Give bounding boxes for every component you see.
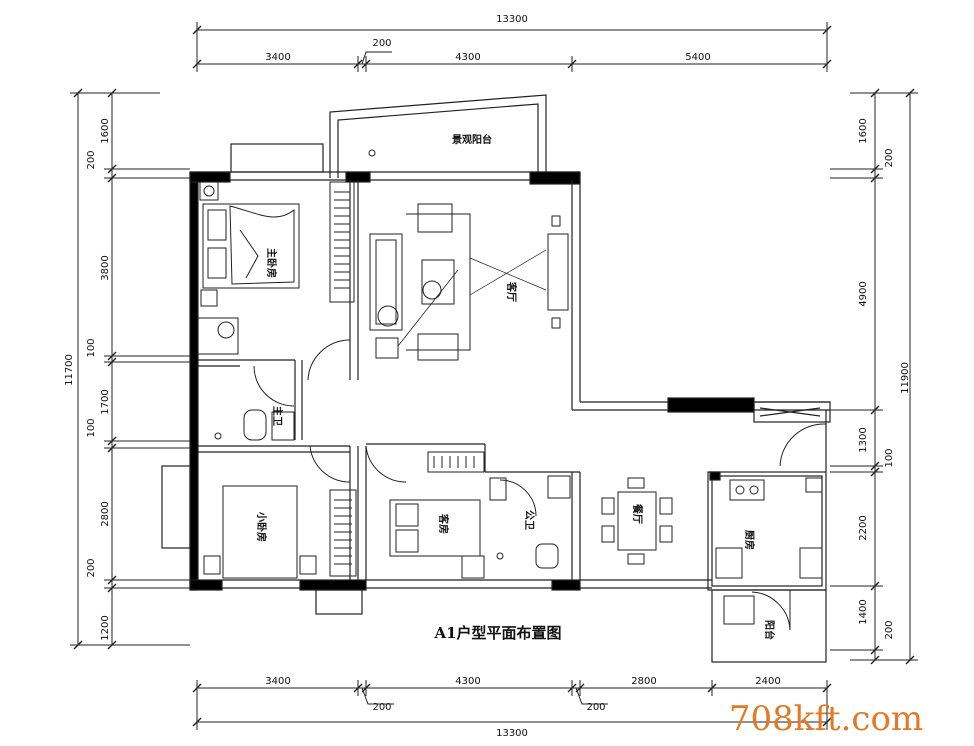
dim-top-seg1: 3400 xyxy=(265,52,290,63)
dim-bottom-seg1: 3400 xyxy=(265,676,290,687)
guest-room-furniture xyxy=(389,451,485,579)
dim-right-seg: 100 xyxy=(884,448,895,467)
dim-right-seg: 200 xyxy=(884,148,895,167)
dim-right-seg: 2200 xyxy=(858,515,869,540)
dim-left-seg: 200 xyxy=(86,558,97,577)
dim-bottom-total: 13300 xyxy=(496,728,528,739)
dim-right-seg: 1300 xyxy=(858,427,869,452)
bottom-dimension-lines xyxy=(192,680,832,730)
dim-bottom-gap2: 200 xyxy=(586,702,605,713)
door-swings xyxy=(253,339,827,631)
dining-set xyxy=(601,477,673,565)
room-label-living-room: 客厅 xyxy=(505,281,518,302)
dim-left-seg: 1200 xyxy=(100,615,111,640)
dim-left-seg: 3800 xyxy=(100,255,111,280)
dim-left-seg: 2800 xyxy=(100,501,111,526)
dim-left-seg: 100 xyxy=(86,338,97,357)
public-bath-fixtures xyxy=(489,475,571,569)
room-label-public-bath: 公卫 xyxy=(523,510,535,530)
dim-left-seg: 200 xyxy=(86,150,97,169)
room-label-dining: 餐厅 xyxy=(631,503,644,524)
dim-left-seg: 1600 xyxy=(100,118,111,143)
dim-top-seg2: 4300 xyxy=(455,52,480,63)
dim-left-seg: 100 xyxy=(86,418,97,437)
dim-top-total: 13300 xyxy=(496,14,528,25)
dim-right-seg: 4900 xyxy=(858,281,869,306)
plan-title: A1户型平面布置图 xyxy=(433,624,561,642)
top-dimension-lines xyxy=(192,22,832,72)
room-label-small-bedroom: 小卧房 xyxy=(255,511,268,542)
dim-bottom-seg4: 2400 xyxy=(755,676,780,687)
bed-master xyxy=(199,181,300,307)
left-dimension-lines xyxy=(70,88,190,650)
living-furniture xyxy=(368,149,569,361)
room-label-master-bath: 主卫 xyxy=(271,406,284,426)
master-bath-fixtures xyxy=(197,317,295,441)
dim-bottom-gap1: 200 xyxy=(372,702,391,713)
walls xyxy=(161,94,831,663)
wardrobe-master xyxy=(329,181,355,303)
dim-left-seg: 1700 xyxy=(100,389,111,414)
dim-bottom-seg3: 2800 xyxy=(631,676,656,687)
room-label-balcony-view: 景观阳台 xyxy=(452,133,492,146)
dim-bottom-seg2: 4300 xyxy=(455,676,480,687)
small-bedroom-furniture xyxy=(203,485,357,579)
dim-left-total: 11700 xyxy=(64,354,75,386)
dim-right-total: 11900 xyxy=(900,362,911,394)
dim-right-seg: 1600 xyxy=(858,118,869,143)
dim-right-seg: 200 xyxy=(884,620,895,639)
dim-top-seg3: 5400 xyxy=(685,52,710,63)
room-label-master-bedroom: 主卧房 xyxy=(265,248,278,278)
dim-top-gap: 200 xyxy=(372,38,391,49)
right-dimension-lines xyxy=(830,88,918,665)
room-label-guest-room: 客房 xyxy=(437,513,450,534)
room-label-kitchen: 厨房 xyxy=(743,530,756,550)
watermark: 708kft.com xyxy=(729,699,923,739)
kitchen-fixtures xyxy=(715,477,823,625)
dim-right-seg: 1400 xyxy=(858,599,869,624)
room-label-balcony: 阳台 xyxy=(763,620,776,640)
